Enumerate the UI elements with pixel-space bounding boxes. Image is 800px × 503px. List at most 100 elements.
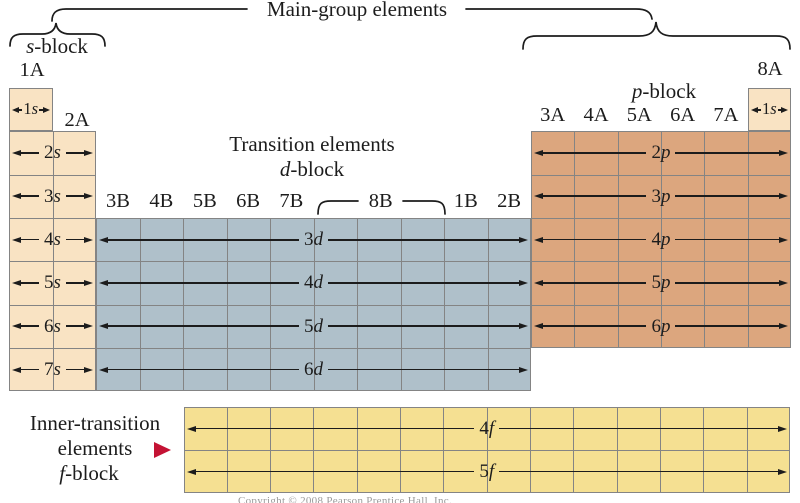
arrowhead-left-icon (12, 236, 21, 243)
arrowhead-right-icon (778, 236, 788, 243)
orbital-arrow-2p: 2p (534, 143, 788, 163)
orbital-arrow-2s: 2s (12, 143, 93, 163)
arrowhead-right-icon (778, 193, 788, 200)
group-header-5B: 5B (192, 190, 217, 212)
arrowhead-left-icon (534, 236, 543, 243)
copyright-text: Copyright © 2008 Pearson Prentice Hall, … (238, 495, 453, 503)
orbital-label-1s: 1s (23, 99, 39, 119)
red-pointer-icon (154, 442, 171, 458)
inner-transition-text2: elements (57, 436, 133, 460)
p-block-label: p-block (632, 80, 696, 103)
orbital-label-5d: 5d (304, 315, 323, 337)
orbital-arrow-5s: 5s (12, 273, 93, 293)
arrowhead-left-icon (12, 279, 21, 286)
orbital-arrow-5p: 5p (534, 273, 788, 293)
arrowhead-right-icon (84, 236, 93, 243)
arrowhead-left-icon (99, 323, 108, 330)
orbital-label-4f: 4f (479, 418, 495, 439)
arrowhead-right-icon (519, 236, 528, 243)
arrowhead-right-icon (778, 468, 788, 475)
orbital-arrow-4d: 4d (99, 273, 528, 293)
arrowhead-right-icon (778, 279, 788, 286)
copyright-line: Copyright © 2008 Pearson Prentice Hall, … (238, 495, 453, 503)
inner-transition-label-line1: Inner-transition (30, 412, 160, 435)
orbital-arrow-4p: 4p (534, 230, 788, 250)
f-block-grid: 4f 5f (183, 407, 791, 493)
arrowhead-right-icon (84, 366, 93, 373)
orbital-label-5s: 5s (44, 272, 61, 294)
group-header-1A: 1A (19, 59, 45, 81)
grid-line (532, 174, 790, 176)
grid-line (660, 132, 662, 347)
group-header-1B: 1B (453, 190, 478, 212)
grid-line (10, 217, 95, 219)
orbital-arrow-3s: 3s (12, 186, 93, 206)
orbital-label-2s: 2s (44, 142, 61, 164)
arrowhead-left-icon (534, 149, 543, 156)
grid-line (532, 261, 790, 263)
orbital-arrow-6p: 6p (534, 316, 788, 336)
arrowhead-right-icon (519, 279, 528, 286)
orbital-label-3p: 3p (651, 185, 671, 207)
orbital-label-1s: 1s (762, 99, 777, 119)
orbital-label-6d: 6d (304, 359, 323, 381)
arrowhead-left-icon (186, 425, 196, 432)
orbital-arrow-6d: 6d (99, 360, 528, 380)
group-header-6A: 6A (670, 104, 696, 126)
main-group-line-left (51, 8, 248, 22)
group-header-8B: 8B (368, 190, 393, 212)
group-header-5A: 5A (626, 104, 652, 126)
transition-elements-text: Transition elements (229, 132, 395, 156)
group-header-7A: 7A (713, 104, 739, 126)
d-block-label-rest: -block (290, 157, 345, 181)
arrowhead-left-icon (99, 279, 108, 286)
orbital-arrow-5f: 5f (186, 461, 788, 482)
arrowhead-right-icon (84, 149, 93, 156)
grid-line (184, 450, 790, 451)
grid-line (97, 304, 530, 306)
arrowhead-left-icon (99, 366, 108, 373)
orbital-arrow-4s: 4s (12, 230, 93, 250)
orbital-arrow-1s: 1s (750, 99, 788, 120)
group-header-2A: 2A (64, 109, 90, 131)
grid-line (10, 174, 95, 176)
orbital-arrow-4f: 4f (186, 418, 788, 439)
orbital-label-6s: 6s (44, 315, 61, 337)
grid-line (97, 261, 530, 263)
main-group-line-right (465, 8, 653, 20)
arrowhead-right-icon (42, 106, 50, 113)
arrowhead-right-icon (519, 323, 528, 330)
d-block-label: d-block (280, 158, 344, 181)
arrowhead-left-icon (534, 279, 543, 286)
orbital-label-4d: 4d (304, 272, 323, 294)
grid-line (10, 347, 95, 349)
grid-line (10, 304, 95, 306)
group-header-6B: 6B (236, 190, 261, 212)
s-block-label-rest: -block (34, 34, 88, 58)
d-block-label-lead: d (279, 157, 291, 181)
arrowhead-left-icon (12, 366, 21, 373)
p-block-grid: 2p 3p 4p 5p 6p (531, 131, 791, 348)
s-block-grid: 2s 3s 4s 5s 6s 7s (9, 131, 96, 392)
arrowhead-right-icon (778, 323, 788, 330)
arrowhead-right-icon (519, 366, 528, 373)
group-header-3A: 3A (540, 104, 566, 126)
orbital-arrow-1s: 1s (12, 100, 50, 120)
arrowhead-left-icon (12, 323, 21, 330)
arrowhead-left-icon (12, 193, 21, 200)
orbital-label-6p: 6p (651, 315, 671, 337)
arrowhead-right-icon (84, 279, 93, 286)
group-header-3B: 3B (106, 190, 130, 212)
arrowhead-left-icon (750, 106, 758, 113)
orbital-label-5f: 5f (479, 461, 495, 482)
group-header-2B: 2B (497, 190, 522, 212)
main-group-label-text: Main-group elements (266, 0, 448, 21)
orbital-label-3s: 3s (44, 185, 61, 207)
f-block-label-rest: -block (65, 461, 119, 485)
orbital-arrow-7s: 7s (12, 360, 93, 380)
f-block-label: f-block (59, 462, 119, 485)
p-block-label-rest: -block (642, 79, 697, 103)
grid-line (10, 261, 95, 263)
